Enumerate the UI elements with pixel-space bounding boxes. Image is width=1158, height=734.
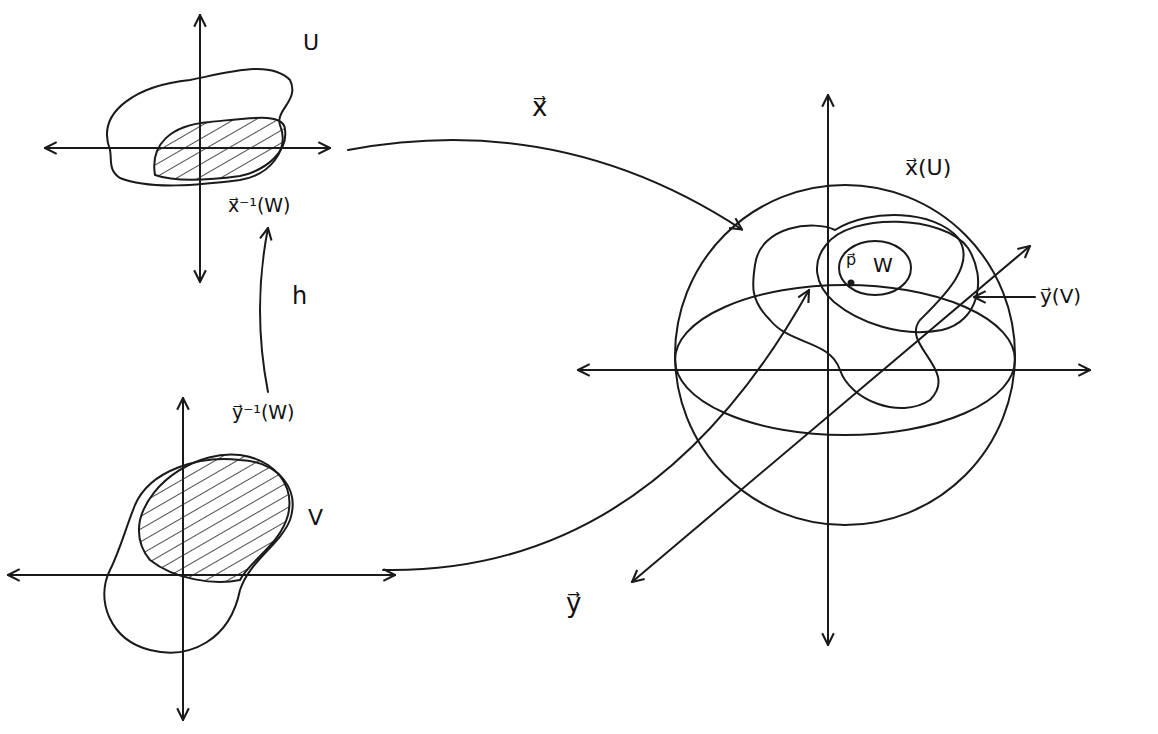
region-outline [849,281,854,286]
chart-domain-region: Vy⃗⁻¹(W) [95,395,380,665]
region-outline [839,241,911,295]
region-shape [812,210,1117,335]
region-label: x⃗⁻¹(W) [228,194,291,217]
region-outline [139,454,289,581]
image-region: y⃗(V) [812,210,1117,335]
region-label: W [873,253,893,277]
region-label: p⃗ [846,250,856,269]
region-label: V [308,505,323,531]
region-label: y⃗(V) [1040,284,1081,308]
axis [632,246,1030,582]
region-label: x⃗(U) [905,155,951,181]
region-shape [128,398,380,588]
region-outline [107,69,292,185]
region-shape [745,150,1000,415]
chart-domain-region: Ux⃗⁻¹(W) [95,25,345,225]
axis [578,369,1090,371]
region-outline [154,118,285,180]
map-label: x⃗ [532,92,547,123]
region-outline [753,215,964,408]
shaded-preimage: y⃗⁻¹(W) [128,398,380,588]
map-label: h [292,282,307,311]
map-arrow [383,290,809,570]
region-label: y⃗⁻¹(W) [232,401,295,424]
shaded-preimage: x⃗⁻¹(W) [148,110,340,225]
map-arrow [260,228,268,392]
image-region: x⃗(U) p⃗ W [745,150,1000,415]
map-label: y⃗ [566,588,581,619]
region-label: U [303,30,319,56]
sphere-equator [675,285,1015,435]
overlap-region: p⃗ W [837,239,913,299]
sphere-outline [675,185,1015,525]
map-arrow [348,140,742,230]
region-outline [817,222,978,332]
leader-arrow [974,296,1035,298]
